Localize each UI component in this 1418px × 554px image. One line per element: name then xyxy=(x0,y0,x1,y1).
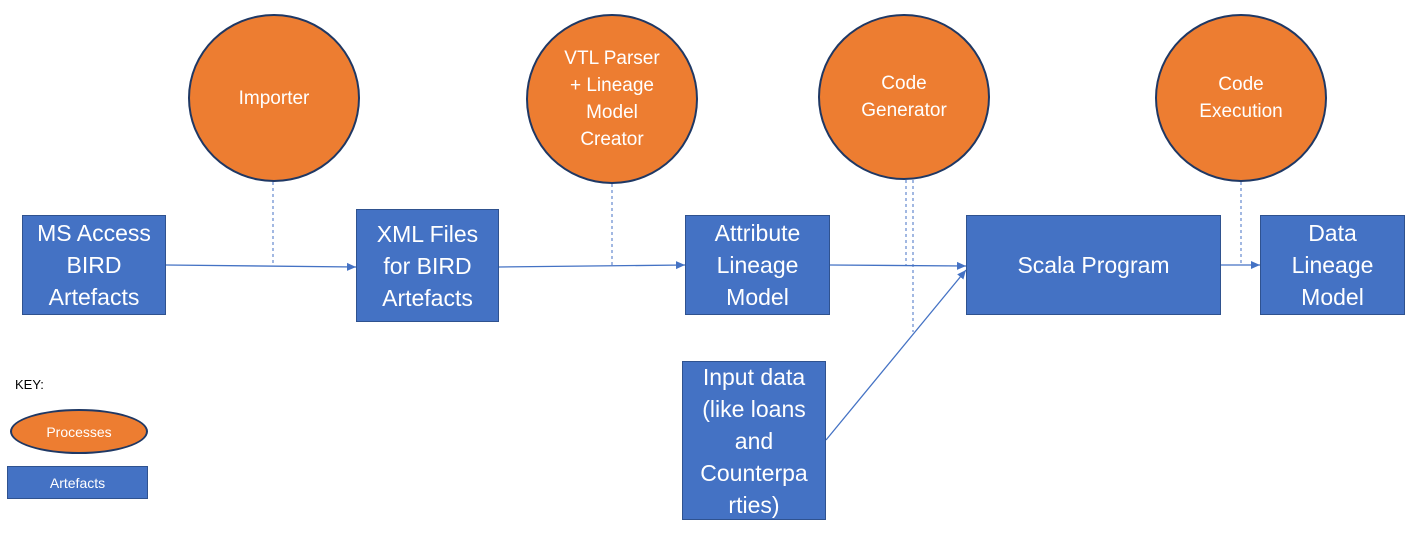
key-artefacts: Artefacts xyxy=(7,466,148,499)
process-code-execution: Code Execution xyxy=(1155,14,1327,182)
process-importer: Importer xyxy=(188,14,360,182)
artefact-data-lineage: Data Lineage Model xyxy=(1260,215,1405,315)
process-code-generator: Code Generator xyxy=(818,14,990,180)
arrow-xml-to-attribute xyxy=(498,261,686,270)
process-vtl-parser: VTL Parser + Lineage Model Creator xyxy=(526,14,698,184)
arrow-msaccess-to-xml xyxy=(165,262,357,271)
artefact-xml-files: XML Files for BIRD Artefacts xyxy=(356,209,499,322)
arrow-input-to-scala xyxy=(825,269,967,441)
key-processes: Processes xyxy=(10,409,148,454)
artefact-ms-access: MS Access BIRD Artefacts xyxy=(22,215,166,315)
key-title: KEY: xyxy=(15,377,44,392)
artefact-attribute-lineage: Attribute Lineage Model xyxy=(685,215,830,315)
artefact-input-data: Input data (like loans and Counterpa rti… xyxy=(682,361,826,520)
artefact-scala-program: Scala Program xyxy=(966,215,1221,315)
arrow-attribute-to-scala xyxy=(829,261,967,270)
